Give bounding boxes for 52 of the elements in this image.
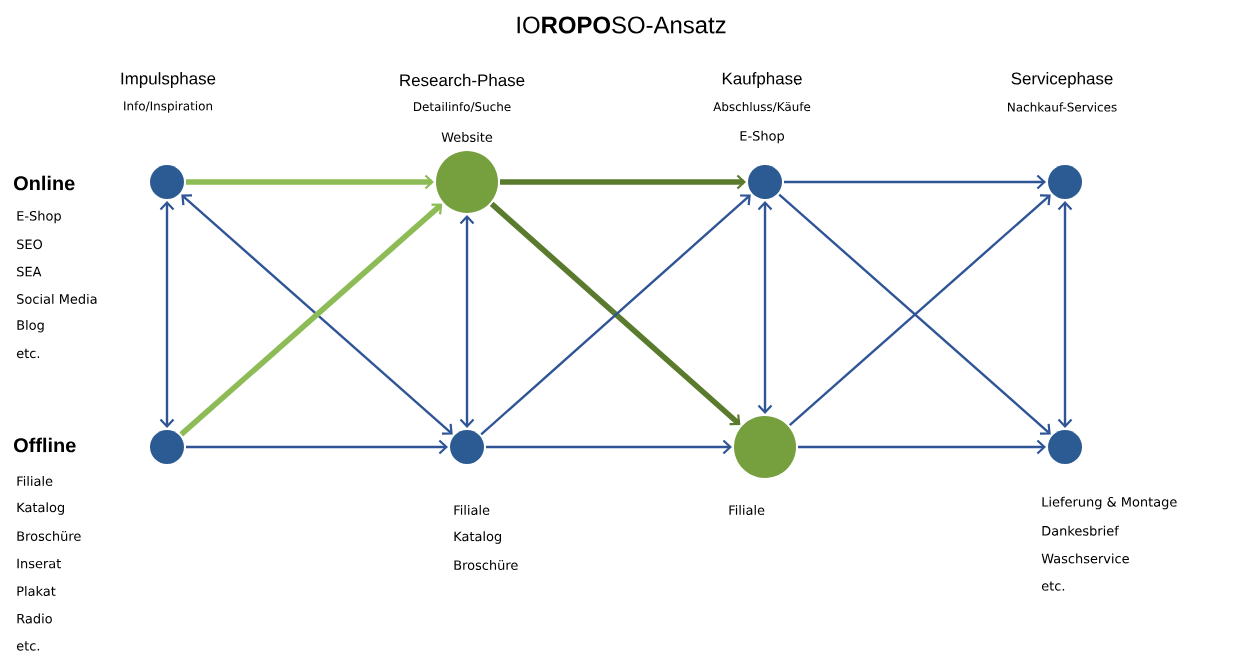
phase-subheading: Info/Inspiration <box>124 101 212 113</box>
circle-node <box>150 165 184 199</box>
phase-heading: Research-Phase <box>400 73 525 87</box>
channel-item: etc. <box>16 348 40 359</box>
circle-node <box>436 151 498 213</box>
channel-heading: Offline <box>14 437 76 453</box>
phase-subheading: Nachkauf-Services <box>1008 102 1117 112</box>
channel-item: Filiale <box>17 476 53 486</box>
channel-item: SEO <box>17 239 43 250</box>
phase-heading: Kaufphase <box>722 72 802 88</box>
channel-item: SEA <box>17 266 42 277</box>
channel-item: Social Media <box>17 293 97 304</box>
arrow <box>1057 201 1073 428</box>
node-caption: Broschüre <box>454 560 518 570</box>
circle-node <box>450 430 484 464</box>
node-caption: E-Shop <box>740 130 785 144</box>
arrow <box>798 439 1046 455</box>
node-caption: Lieferung & Montage <box>1042 496 1177 510</box>
channel-item: etc. <box>16 641 40 651</box>
node-caption: Filiale <box>729 505 765 515</box>
arrow <box>459 215 475 428</box>
phase-heading: Impulsphase <box>121 72 216 88</box>
node-caption: Waschservice <box>1041 553 1129 564</box>
channel-item: Broschüre <box>17 531 81 541</box>
channel-item: Inserat <box>17 558 61 569</box>
node-caption: Website <box>441 132 493 142</box>
circle-node <box>734 416 796 478</box>
node-caption: Katalog <box>454 531 501 544</box>
phase-subheading: Abschluss/Käufe <box>713 101 811 113</box>
node-caption: etc. <box>1041 581 1065 591</box>
title: IOROPOSO-Ansatz <box>517 16 726 34</box>
channel-item: Blog <box>17 319 44 333</box>
node-caption: Filiale <box>454 505 490 515</box>
arrow <box>500 174 746 190</box>
circle-node <box>748 165 782 199</box>
channel-item: Radio <box>17 613 52 624</box>
channel-item: Katalog <box>17 502 64 515</box>
phase-subheading: Detailinfo/Suche <box>414 101 511 113</box>
channel-item: Plakat <box>17 586 56 596</box>
arrow <box>186 174 434 190</box>
circle-node <box>1048 430 1082 464</box>
channel-item: E-Shop <box>17 210 61 224</box>
arrow <box>186 439 448 455</box>
circle-node <box>1048 165 1082 199</box>
arrow <box>757 201 773 414</box>
circle-node <box>150 430 184 464</box>
node-caption: Dankesbrief <box>1042 525 1119 536</box>
channel-heading: Online <box>14 175 75 191</box>
arrow <box>159 201 175 428</box>
phase-heading: Servicephase <box>1011 72 1113 88</box>
arrow <box>486 439 732 455</box>
arrow <box>784 174 1046 190</box>
